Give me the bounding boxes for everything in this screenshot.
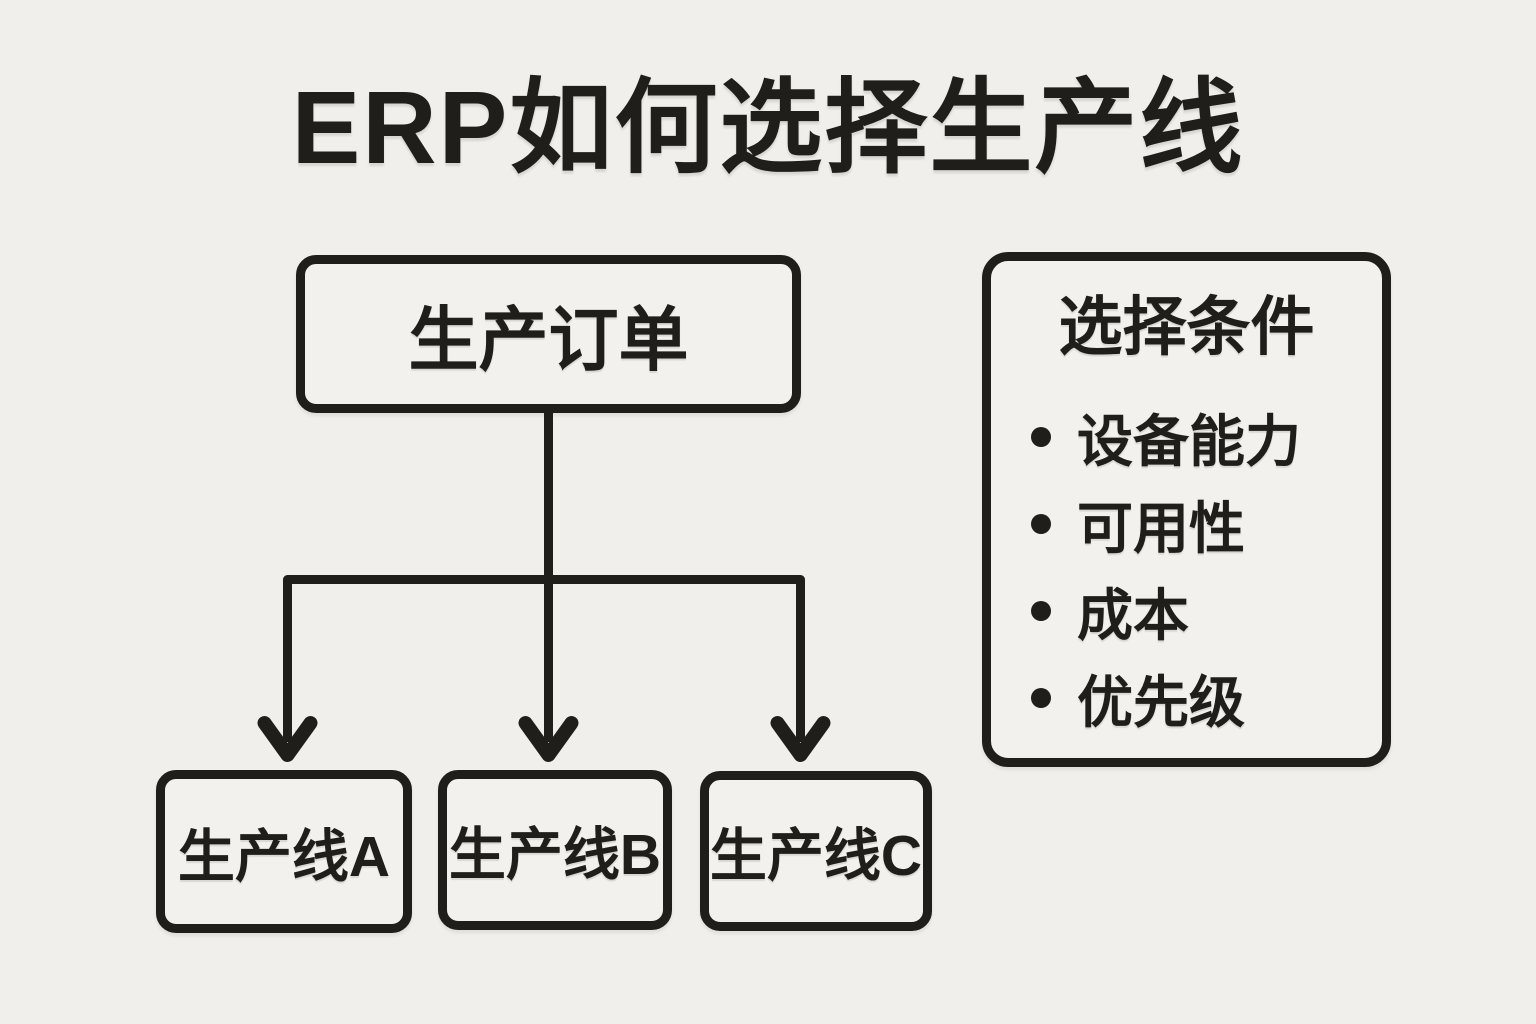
arrow-down-center-icon — [518, 716, 579, 762]
criteria-list: 设备能力 可用性 成本 优先级 — [991, 394, 1382, 742]
production-order-box: 生产订单 — [296, 255, 801, 413]
production-line-c-box: 生产线C — [700, 771, 932, 931]
criteria-item-label: 可用性 — [1077, 496, 1245, 560]
production-line-b-box: 生产线B — [438, 770, 672, 930]
bullet-dot-icon — [1031, 427, 1051, 448]
criteria-heading: 选择条件 — [1058, 291, 1315, 363]
bullet-dot-icon — [1031, 688, 1051, 709]
criteria-panel: 选择条件 设备能力 可用性 成本 优先级 — [982, 252, 1391, 767]
bullet-dot-icon — [1031, 514, 1051, 535]
criteria-item: 可用性 — [1031, 481, 1382, 568]
criteria-item-label: 成本 — [1077, 583, 1189, 647]
criteria-item: 优先级 — [1031, 655, 1382, 742]
production-line-b-label: 生产线B — [448, 823, 662, 887]
diagram-title: ERP如何选择生产线 — [291, 70, 1245, 185]
criteria-item-label: 设备能力 — [1077, 409, 1301, 473]
production-line-c-label: 生产线C — [709, 824, 923, 888]
branch-connector-line — [283, 575, 805, 742]
production-line-a-label: 生产线A — [177, 824, 391, 889]
arrow-down-right-icon — [770, 716, 831, 762]
production-line-a-box: 生产线A — [156, 770, 412, 933]
arrow-down-left-icon — [257, 716, 318, 762]
production-order-label: 生产订单 — [408, 300, 689, 379]
criteria-item-label: 优先级 — [1077, 670, 1245, 734]
criteria-item: 设备能力 — [1031, 394, 1382, 481]
bullet-dot-icon — [1031, 601, 1051, 622]
criteria-item: 成本 — [1031, 568, 1382, 655]
